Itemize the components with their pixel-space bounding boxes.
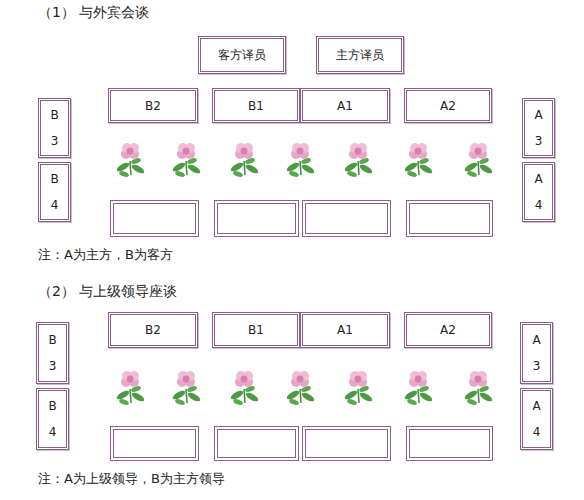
- side-seat-box: A 3: [520, 322, 553, 384]
- flower: [115, 371, 145, 406]
- empty-seat-inner: [114, 204, 196, 234]
- side-seat-box: B 3: [38, 98, 71, 158]
- empty-seat-inner: [218, 204, 296, 234]
- empty-seat: [215, 427, 299, 461]
- side-seat-box: B 4: [36, 388, 69, 450]
- flower: [403, 371, 433, 406]
- note-text: 注：A为上级领导，B为主方领导: [38, 470, 225, 488]
- seat-box: B2: [108, 312, 198, 348]
- empty-seat-inner: [114, 430, 196, 458]
- seat-label: B 4: [47, 393, 59, 445]
- seat-label: A 4: [531, 393, 543, 445]
- empty-seat: [407, 427, 493, 461]
- seat-label: B2: [145, 99, 161, 113]
- seat-label: B1: [248, 323, 264, 337]
- section-heading: （2） 与上级领导座谈: [38, 283, 177, 301]
- seat-label: B2: [145, 323, 161, 337]
- side-seat-box: A 3: [522, 98, 555, 158]
- seat-label: A1: [337, 323, 353, 337]
- seat-box: A1: [300, 88, 390, 123]
- seat-box: B1: [212, 312, 300, 348]
- side-seat-box: A 4: [522, 162, 555, 222]
- empty-seat: [111, 427, 199, 461]
- seat-box: A1: [300, 312, 390, 348]
- side-seat-box: A 4: [520, 388, 553, 450]
- flower: [229, 371, 259, 406]
- seat-label: 客方译员: [218, 47, 266, 64]
- seat-label: B 3: [49, 102, 61, 154]
- flower: [463, 143, 493, 178]
- seat-box: A2: [404, 312, 492, 348]
- interpreter-box: 主方译员: [316, 36, 404, 74]
- seat-box: B2: [108, 88, 198, 123]
- note-text: 注：A为主方，B为客方: [38, 246, 173, 264]
- empty-seat: [215, 201, 299, 237]
- seat-label: A 3: [531, 327, 543, 379]
- section-heading: （1） 与外宾会谈: [38, 4, 149, 22]
- empty-seat: [303, 201, 391, 237]
- flower: [343, 143, 373, 178]
- empty-seat: [111, 201, 199, 237]
- flower: [285, 371, 315, 406]
- side-seat-box: B 4: [38, 162, 71, 222]
- empty-seat: [407, 201, 493, 237]
- empty-seat: [303, 427, 391, 461]
- flower: [285, 143, 315, 178]
- seat-label: B 4: [49, 166, 61, 218]
- seat-label: A 4: [533, 166, 545, 218]
- seat-label: A2: [440, 99, 456, 113]
- seat-box: A2: [404, 88, 492, 123]
- side-seat-box: B 3: [36, 322, 69, 384]
- flower: [463, 371, 493, 406]
- seat-label: A2: [440, 323, 456, 337]
- seat-label: B 3: [47, 327, 59, 379]
- empty-seat-inner: [306, 204, 388, 234]
- flower: [115, 143, 145, 178]
- seat-label: A1: [337, 99, 353, 113]
- seat-box: B1: [212, 88, 300, 123]
- flower: [343, 371, 373, 406]
- empty-seat-inner: [306, 430, 388, 458]
- seat-label: 主方译员: [336, 47, 384, 64]
- interpreter-box: 客方译员: [198, 36, 286, 74]
- empty-seat-inner: [218, 430, 296, 458]
- seat-label: A 3: [533, 102, 545, 154]
- flower: [171, 371, 201, 406]
- empty-seat-inner: [410, 204, 490, 234]
- flower: [229, 143, 259, 178]
- seat-label: B1: [248, 99, 264, 113]
- flower: [171, 143, 201, 178]
- flower: [403, 143, 433, 178]
- empty-seat-inner: [410, 430, 490, 458]
